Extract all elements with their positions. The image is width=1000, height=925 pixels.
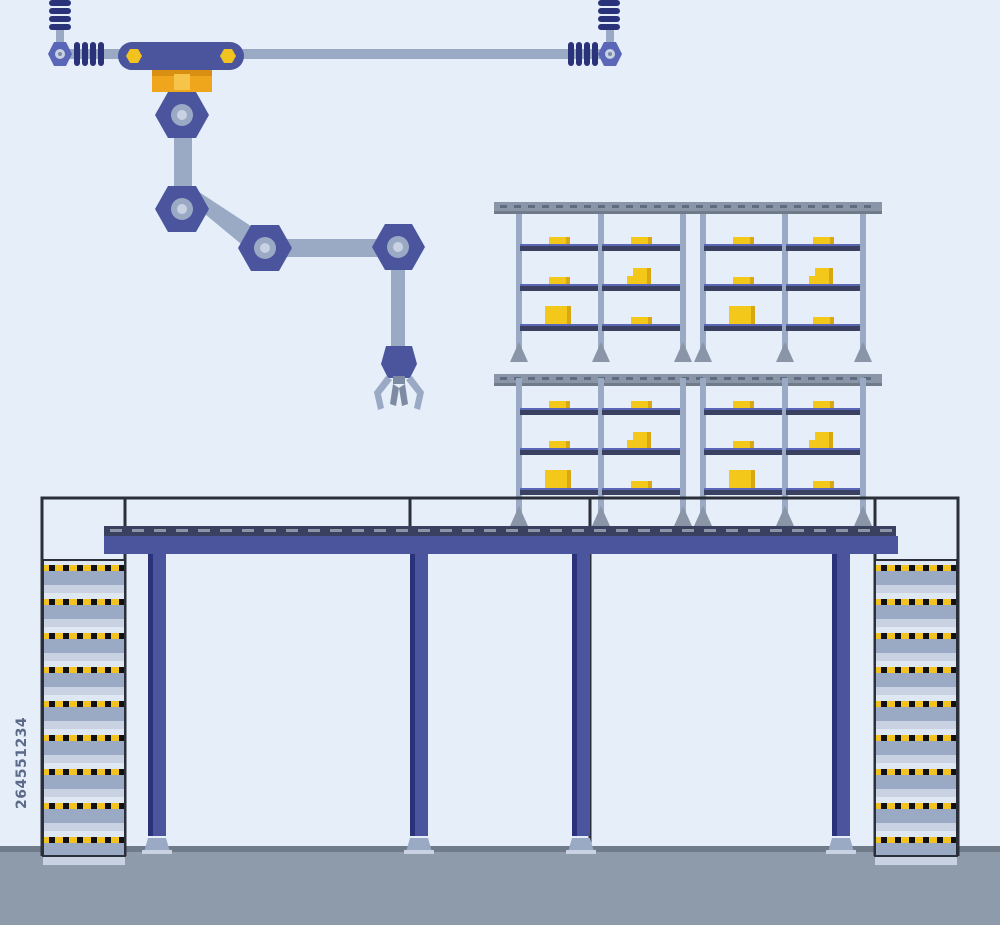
- stock-id-label: 264551234: [14, 716, 30, 810]
- cargo-box-icon: [733, 441, 754, 448]
- arm-trolley: [118, 42, 244, 70]
- arm-joint-3: [238, 225, 292, 271]
- cargo-box-icon: [549, 401, 570, 408]
- cargo-box-icon: [809, 432, 833, 448]
- overhead-rail: [60, 49, 612, 59]
- cargo-box-icon: [549, 237, 570, 244]
- robotic-arm-icon: [48, 0, 622, 410]
- cargo-box-icon: [631, 317, 652, 324]
- shelf-post: [782, 214, 788, 362]
- cargo-box-icon: [813, 317, 834, 324]
- arm-joint-4: [372, 224, 425, 270]
- cargo-box-icon: [809, 268, 833, 284]
- shelf-post: [860, 214, 866, 362]
- cargo-box-icon: [813, 237, 834, 244]
- cargo-box-icon: [813, 401, 834, 408]
- floor: [0, 846, 1000, 925]
- arm-joint-2: [155, 186, 209, 232]
- cargo-box-icon: [729, 306, 755, 324]
- cargo-box-icon: [631, 481, 652, 488]
- cargo-box-icon: [627, 268, 651, 284]
- cargo-box-icon: [545, 306, 571, 324]
- cargo-box-icon: [729, 470, 755, 488]
- shelf-post: [598, 214, 604, 362]
- gripper-claw-icon: [374, 346, 424, 410]
- ceiling-spring-left: [49, 0, 71, 30]
- arm-joint-1: [155, 92, 209, 138]
- cargo-box-icon: [627, 432, 651, 448]
- cargo-box-icon: [549, 441, 570, 448]
- shelf-post: [680, 214, 686, 362]
- cargo-box-icon: [545, 470, 571, 488]
- shelf-post: [700, 214, 706, 362]
- cargo-box-icon: [549, 277, 570, 284]
- cargo-box-icon: [631, 237, 652, 244]
- conveyor-belt: [104, 526, 896, 536]
- shelf-post: [860, 378, 866, 526]
- shelf-post: [680, 378, 686, 526]
- hazard-ladder-icon: [874, 559, 958, 865]
- cargo-box-icon: [733, 401, 754, 408]
- storage-shelf-icon: [494, 202, 882, 526]
- shelf-post: [782, 378, 788, 526]
- shelf-post: [516, 378, 522, 526]
- hazard-ladder-icon: [42, 559, 126, 865]
- conveyor-table-icon: [40, 496, 960, 856]
- cargo-box-icon: [733, 277, 754, 284]
- cargo-box-icon: [733, 237, 754, 244]
- ceiling-spring-right: [598, 0, 620, 30]
- cargo-box-icon: [813, 481, 834, 488]
- shelf-post: [598, 378, 604, 526]
- cargo-box-icon: [631, 401, 652, 408]
- shelf-post: [700, 378, 706, 526]
- shelf-post: [516, 214, 522, 362]
